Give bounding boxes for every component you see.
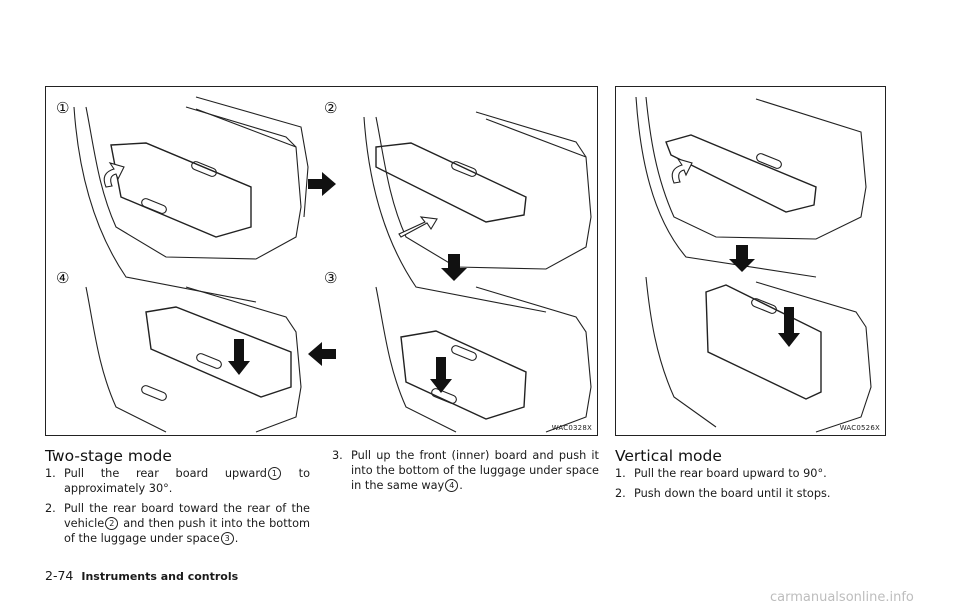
sequence-arrows — [228, 172, 467, 393]
two-stage-drawing: ① ② ③ ④ — [56, 96, 592, 433]
vertical-steps: 1. Pull the rear board upward to 90°. 2.… — [615, 466, 885, 506]
heading-vertical-mode: Vertical mode — [615, 447, 722, 465]
panel-1-drawing — [73, 96, 309, 303]
callout-ref: 2 — [105, 517, 119, 530]
panel-4-drawing — [85, 286, 302, 433]
arrow-down — [441, 254, 467, 281]
push-arrow-panel-4 — [228, 339, 250, 375]
callout-3: ③ — [324, 269, 337, 287]
callout-ref: 1 — [267, 467, 281, 480]
figure-code: WAC0526X — [839, 424, 880, 432]
section-title: Instruments and controls — [81, 570, 239, 583]
step-1: 1. Pull the rear board upward to 90°. — [615, 467, 827, 480]
step-3: 3. Pull up the front (inner) board and p… — [332, 449, 599, 492]
panel-bottom-drawing — [645, 276, 872, 433]
figure-code: WAC0328X — [551, 424, 592, 432]
callout-ref: 4 — [445, 479, 459, 492]
arrow-left — [308, 342, 336, 366]
callout-1: ① — [56, 99, 69, 117]
arrow-down — [729, 245, 755, 272]
step-2: 2. Push down the board until it stops. — [615, 487, 831, 500]
two-stage-illustration: ① ② ③ ④ WAC0328X — [45, 86, 598, 436]
page-footer: 2-74 Instruments and controls — [45, 568, 238, 583]
vertical-mode-drawing — [635, 96, 872, 433]
panel-3-drawing — [375, 286, 592, 433]
page-number: 2-74 — [45, 568, 74, 583]
callout-4: ④ — [56, 269, 69, 287]
callout-2: ② — [324, 99, 337, 117]
two-stage-steps-continued: 3. Pull up the front (inner) board and p… — [332, 448, 599, 498]
heading-two-stage-mode: Two-stage mode — [45, 447, 172, 465]
panel-top-drawing — [635, 96, 867, 278]
push-arrow — [778, 307, 800, 347]
vertical-mode-illustration: WAC0526X — [615, 86, 886, 436]
watermark: carmanualsonline.info — [770, 590, 914, 605]
panel-2-drawing — [363, 111, 592, 313]
arrow-right — [308, 172, 336, 196]
callout-ref: 3 — [220, 532, 234, 545]
push-arrow-panel-3 — [430, 357, 452, 393]
step-2: 2. Pull the rear board toward the rear o… — [45, 502, 310, 545]
